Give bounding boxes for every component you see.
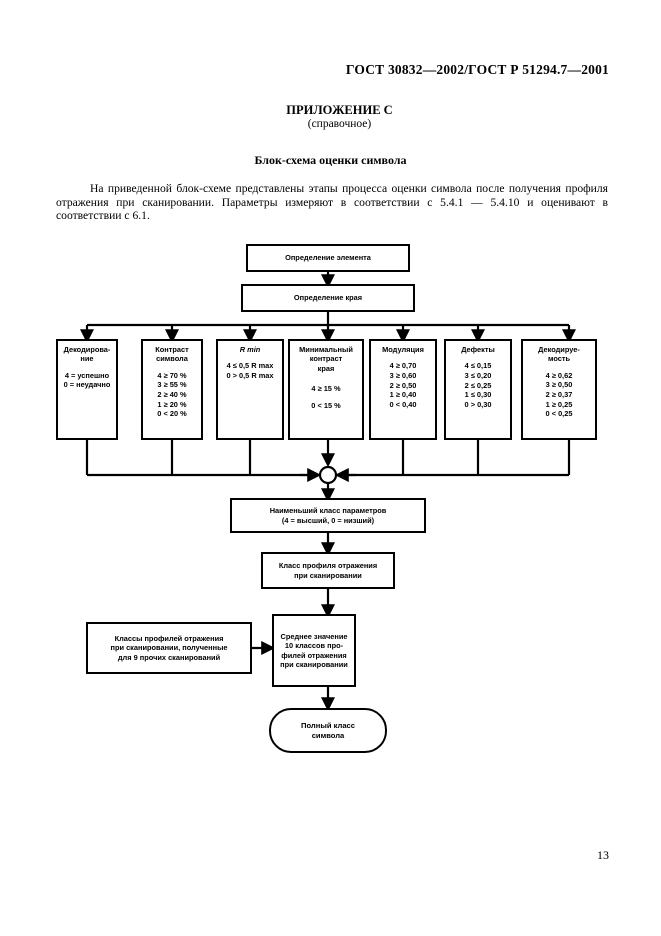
node-rmin: R min 4 ≤ 0,5 R max 0 > 0,5 R max [216, 339, 284, 440]
node-full-symbol-class: Полный класс символа [269, 708, 387, 753]
node-rmin-values: 4 ≤ 0,5 R max 0 > 0,5 R max [226, 361, 274, 380]
node-element-determination: Определение элемента [246, 244, 410, 272]
node-decodability: Декодируе- мость 4 ≥ 0,62 3 ≥ 0,50 2 ≥ 0… [521, 339, 597, 440]
annex-title: ПРИЛОЖЕНИЕ С [286, 103, 393, 117]
node-defects-values: 4 ≤ 0,15 3 ≤ 0,20 2 ≤ 0,25 1 ≤ 0,30 0 > … [464, 361, 492, 409]
node-scan-profile-class: Класс профиля отражения при сканировании [261, 552, 395, 589]
node-minimal-edge-contrast: Минимальный контраст края 4 ≥ 15 % 0 < 1… [288, 339, 364, 440]
node-edge-determination: Определение края [241, 284, 415, 312]
node-average-of-ten-classes: Среднее значение 10 классов про- филей о… [272, 614, 356, 687]
node-rmin-header: R min [239, 345, 261, 354]
document-standard-header: ГОСТ 30832—2002/ГОСТ Р 51294.7—2001 [345, 62, 609, 77]
node-modulation: Модуляция 4 ≥ 0,70 3 ≥ 0,60 2 ≥ 0,50 1 ≥… [369, 339, 437, 440]
node-decoding-header: Декодирова- ние [63, 345, 111, 364]
node-symbol-contrast-values: 4 ≥ 70 % 3 ≥ 55 % 2 ≥ 40 % 1 ≥ 20 % 0 < … [157, 370, 187, 419]
node-decodability-values: 4 ≥ 0,62 3 ≥ 0,50 2 ≥ 0,37 1 ≥ 0,25 0 < … [545, 370, 573, 419]
node-defects-header: Дефекты [461, 345, 495, 354]
page-number: 13 [597, 848, 609, 862]
node-modulation-values: 4 ≥ 0,70 3 ≥ 0,60 2 ≥ 0,50 1 ≥ 0,40 0 < … [389, 361, 417, 409]
node-decodability-header: Декодируе- мость [538, 345, 580, 364]
node-element-determination-label: Определение элемента [285, 253, 371, 263]
node-minimal-edge-contrast-values: 4 ≥ 15 % 0 < 15 % [311, 384, 341, 411]
node-defects: Дефекты 4 ≤ 0,15 3 ≤ 0,20 2 ≤ 0,25 1 ≤ 0… [444, 339, 512, 440]
annex-subtitle: (справочное) [307, 118, 372, 130]
node-decoding-values: 4 = успешно 0 = неудачно [63, 370, 111, 390]
node-lowest-parameter-class: Наименьший класс параметров (4 = высший,… [230, 498, 426, 533]
intro-paragraph: На приведенной блок-схеме представлены э… [56, 182, 608, 223]
node-minimal-edge-contrast-header: Минимальный контраст края [299, 345, 353, 373]
section-title: Блок-схема оценки символа [254, 153, 407, 167]
node-modulation-header: Модуляция [382, 345, 424, 354]
node-decoding: Декодирова- ние 4 = успешно 0 = неудачно [56, 339, 118, 440]
node-symbol-contrast-header: Контраст символа [155, 345, 189, 364]
node-other-scan-classes: Классы профилей отражения при сканирован… [86, 622, 252, 674]
node-edge-determination-label: Определение края [293, 293, 363, 303]
node-symbol-contrast: Контраст символа 4 ≥ 70 % 3 ≥ 55 % 2 ≥ 4… [141, 339, 203, 440]
